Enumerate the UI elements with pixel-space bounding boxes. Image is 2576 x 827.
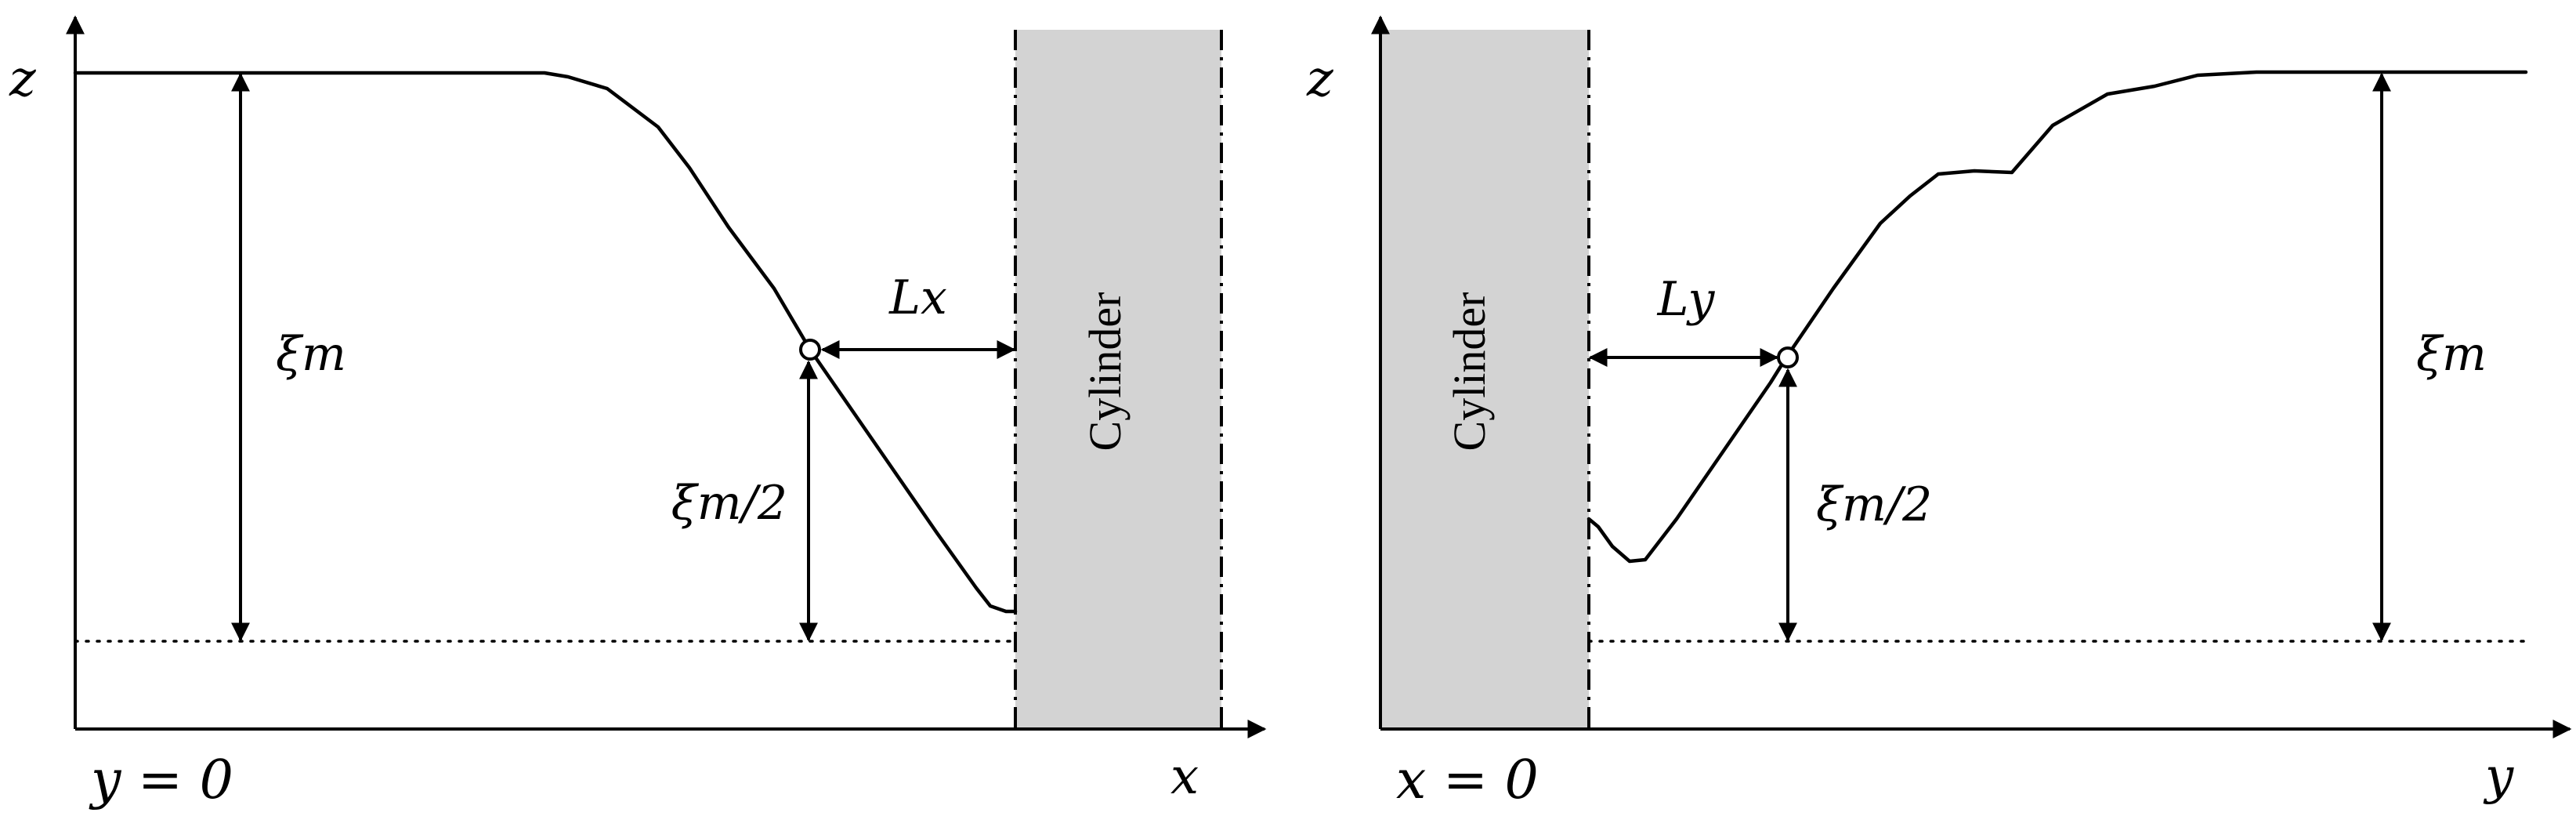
left-cylinder-label: Cylinder <box>1080 292 1131 452</box>
left-z-axis-label: z <box>9 50 37 108</box>
left-cylinder: Cylinder <box>1014 30 1223 729</box>
right-panel: Cylinder Ly ξm/2 ξm z y x = 0 <box>1306 15 2572 811</box>
right-height-label: ξm <box>2416 327 2487 382</box>
left-height-label: ξm <box>276 327 346 382</box>
left-x-axis-label: x <box>1170 748 1199 806</box>
right-half-height-point <box>1777 346 1799 368</box>
left-half-height-point <box>799 339 821 361</box>
right-cylinder-label: Cylinder <box>1444 292 1495 452</box>
right-distance-label: Ly <box>1657 272 1716 327</box>
left-slice-label: y = 0 <box>89 749 233 811</box>
right-cylinder-fill <box>1380 30 1589 729</box>
right-cylinder: Cylinder <box>1380 30 1590 729</box>
left-distance-label: Lx <box>888 270 947 325</box>
right-z-axis-label: z <box>1306 50 1334 108</box>
right-y-axis-label: y <box>2483 748 2514 806</box>
left-surface-curve <box>73 71 1018 614</box>
left-half-height-label: ξm/2 <box>671 476 787 531</box>
left-cylinder-fill <box>1015 30 1221 729</box>
right-half-height-label: ξm/2 <box>1816 477 1932 532</box>
left-panel: Cylinder ξm ξm/2 Lx z x y = 0 <box>9 15 1267 811</box>
right-slice-label: x = 0 <box>1396 749 1539 811</box>
right-surface-curve <box>1586 70 2528 564</box>
